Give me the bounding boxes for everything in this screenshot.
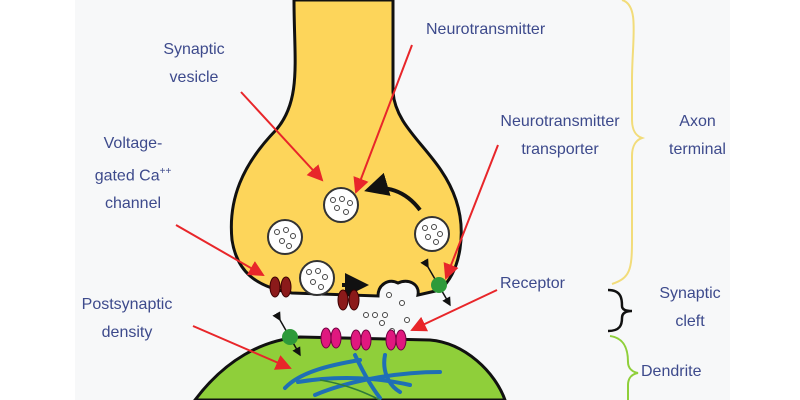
label-synaptic-cleft: Synaptic cleft	[645, 280, 735, 336]
label-superscript: ++	[159, 166, 172, 177]
label-line: channel	[104, 195, 162, 213]
axon-terminal-brace	[611, 0, 646, 285]
label-receptor: Receptor	[500, 275, 565, 292]
label-line: vesicle	[169, 69, 219, 86]
label-transporter: Neurotransmitter transporter	[480, 108, 640, 164]
label-line: Synaptic	[659, 285, 721, 302]
label-dendrite: Dendrite	[641, 363, 702, 380]
label-line: density	[101, 324, 153, 341]
label-line: Synaptic	[163, 41, 225, 58]
synaptic-cleft-brace	[607, 288, 633, 333]
label-voltage-gated-channel: Voltage- gated Ca++ channel	[78, 130, 188, 218]
label-line: Axon	[679, 113, 716, 130]
transporters	[272, 258, 451, 357]
pointer-arrows	[175, 44, 499, 370]
calcium-channels	[269, 276, 360, 311]
label-line: cleft	[675, 313, 705, 330]
dendrite-brace	[609, 335, 639, 400]
recycling-arrow	[364, 172, 422, 212]
receptors	[320, 327, 407, 351]
label-line: Voltage-	[103, 135, 163, 152]
label-line: gated Ca++	[78, 158, 188, 190]
label-line: Postsynaptic	[81, 296, 173, 313]
label-postsynaptic-density: Postsynaptic density	[72, 291, 182, 347]
label-line: transporter	[521, 141, 599, 158]
label-line: Neurotransmitter	[500, 113, 620, 130]
label-axon-terminal: Axon terminal	[655, 108, 740, 164]
axon-terminal-shape	[229, 0, 463, 298]
label-text: gated Ca	[94, 167, 160, 185]
neurotransmitter-molecules	[274, 196, 443, 334]
postsynaptic-filaments	[283, 353, 442, 400]
label-neurotransmitter: Neurotransmitter	[426, 21, 546, 38]
label-line: terminal	[669, 141, 726, 158]
label-synaptic-vesicle: Synaptic vesicle	[148, 36, 240, 92]
